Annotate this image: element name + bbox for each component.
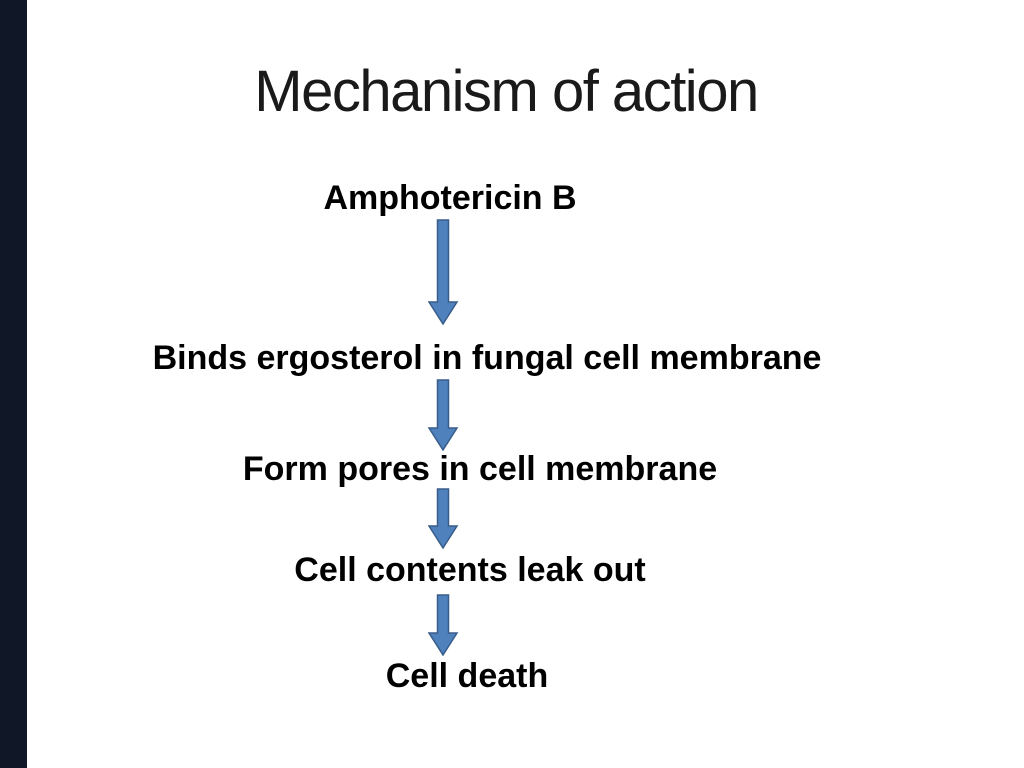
- flow-node-step-1: Binds ergosterol in fungal cell membrane: [152, 339, 822, 377]
- down-arrow-icon: [427, 594, 459, 656]
- flow-node-end: Cell death: [385, 657, 549, 695]
- slide-title: Mechanism of action: [254, 59, 759, 124]
- down-arrow-icon: [427, 379, 459, 451]
- flow-node-step-2: Form pores in cell membrane: [242, 450, 718, 488]
- left-accent-bar: [0, 0, 27, 768]
- flow-node-step-3: Cell contents leak out: [294, 551, 646, 589]
- flow-node-start: Amphotericin B: [323, 179, 577, 217]
- down-arrow-icon: [427, 488, 459, 549]
- down-arrow-icon: [427, 219, 459, 325]
